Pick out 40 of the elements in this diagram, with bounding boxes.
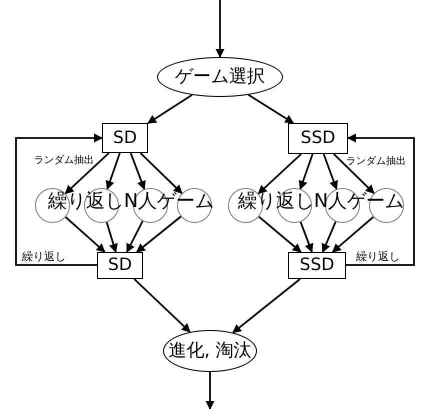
arrow — [206, 372, 214, 409]
arrow — [130, 152, 146, 190]
label: ランダム抽出 — [346, 157, 406, 167]
arrow — [300, 222, 314, 253]
node-label: SD — [113, 130, 137, 146]
arrow — [216, 0, 224, 58]
process-box — [288, 252, 346, 279]
node-label: ゲーム選択 — [175, 68, 265, 86]
arrow — [106, 152, 121, 190]
arrow — [126, 220, 144, 253]
arrow — [232, 278, 301, 334]
arrow — [258, 153, 302, 194]
arrow — [65, 216, 106, 253]
label: 繰り返し — [22, 251, 66, 262]
arrow — [136, 216, 182, 253]
label: ランダム抽出 — [34, 156, 94, 166]
arrow — [258, 216, 302, 253]
arrow — [322, 221, 337, 253]
arrow — [332, 216, 374, 253]
arrow — [106, 222, 118, 253]
label: 繰り返しN人ゲーム — [46, 192, 216, 211]
process-box — [97, 252, 143, 279]
label: 繰り返し — [356, 251, 400, 262]
arrow — [147, 94, 193, 124]
arrow — [298, 154, 314, 190]
arrow — [248, 94, 294, 124]
arrow — [64, 152, 110, 194]
arrow — [140, 152, 183, 194]
node-label: 進化, 淘汰 — [168, 342, 252, 360]
arrow — [322, 154, 338, 190]
process-box — [288, 123, 348, 154]
arrow — [15, 134, 103, 266]
process-box — [102, 123, 148, 153]
label: 繰り返しN人ゲーム — [236, 192, 406, 211]
node-label: SSD — [300, 257, 334, 274]
arrow — [346, 134, 415, 266]
node-label: SD — [108, 257, 132, 274]
arrow — [333, 153, 375, 194]
arrow — [134, 278, 191, 333]
node-label: SSD — [300, 130, 336, 147]
